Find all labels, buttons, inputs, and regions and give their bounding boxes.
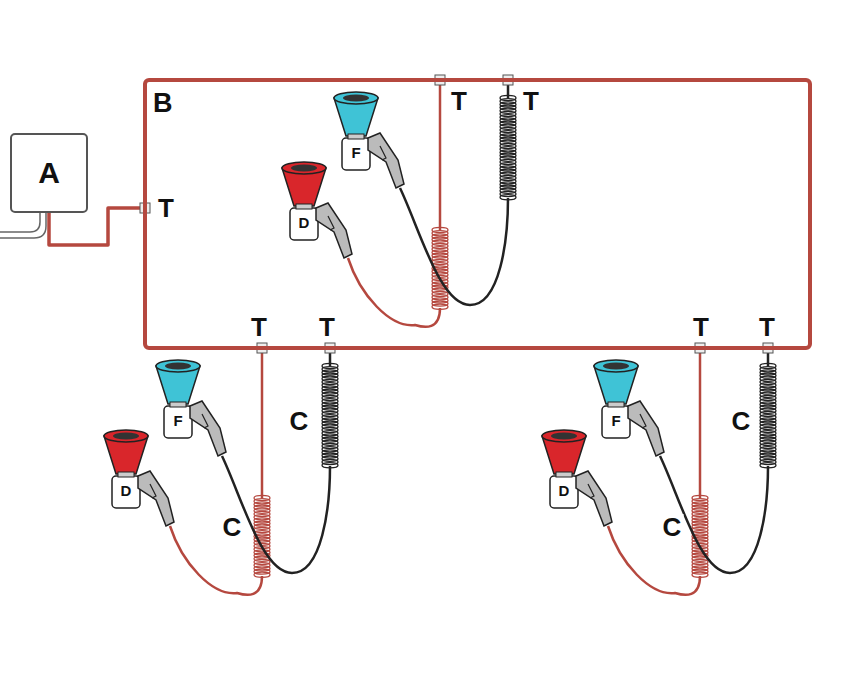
part-letter: D [557,483,572,498]
node-label: B [153,88,173,119]
part-letter: C [288,408,311,434]
part-letter: T [757,314,777,340]
part-letter: T [156,195,176,221]
part-letter: T [449,88,469,114]
pipe-connector [49,208,145,245]
part-letter: C [221,514,244,540]
part-letter: C [730,408,753,434]
gun-station [282,75,516,327]
gun-station [104,343,338,595]
part-letter: F [349,145,362,160]
part-letter: T [521,88,541,114]
part-letter: F [171,413,184,428]
part-letter: C [661,514,684,540]
part-letter: D [119,483,134,498]
node-label: A [38,156,60,190]
control-box: A [10,133,88,213]
pipe-loop: B [143,78,812,350]
part-letter: F [609,413,622,428]
gun-station [542,343,776,595]
part-letter: T [691,314,711,340]
part-letter: T [317,314,337,340]
part-letter: D [297,215,312,230]
part-letter: T [249,314,269,340]
